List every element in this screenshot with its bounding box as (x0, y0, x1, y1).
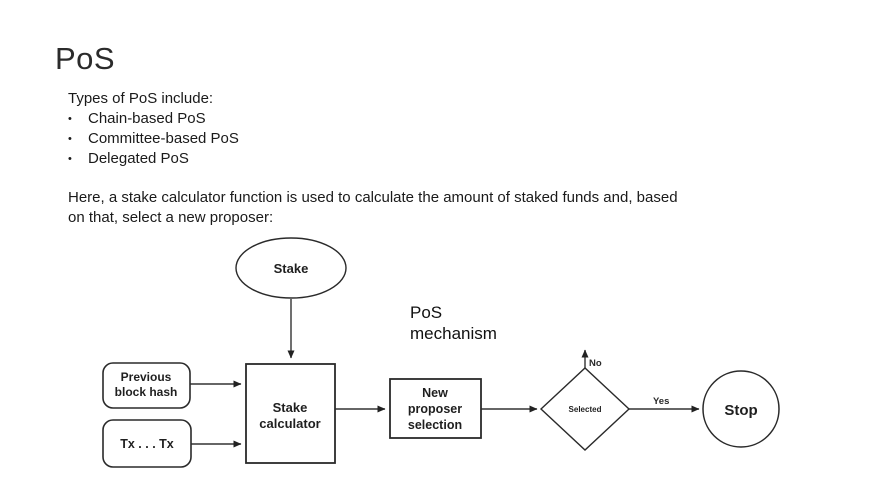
edge-label-no: No (589, 358, 602, 369)
list-item: • Chain-based PoS (68, 109, 239, 129)
bullet-list: • Chain-based PoS • Committee-based PoS … (68, 109, 239, 169)
paragraph-line: on that, select a new proposer: (68, 209, 274, 226)
new-proposer-selection-box (389, 378, 482, 439)
new-proposer-label-line1: New (422, 386, 448, 400)
stake-calculator-label-line2: calculator (259, 416, 320, 431)
intro-block: Types of PoS include: • Chain-based PoS … (68, 89, 239, 169)
body-paragraph: Here, a stake calculator function is use… (68, 188, 808, 228)
tx-label: Tx . . . Tx (120, 437, 174, 451)
previous-block-hash-label-line1: Previous (121, 370, 172, 384)
list-item: • Committee-based PoS (68, 129, 239, 149)
new-proposer-label-line3: selection (408, 418, 462, 432)
stake-label: Stake (274, 261, 309, 276)
selected-decision-label: Selected (569, 405, 602, 414)
stake-calculator-box (245, 363, 336, 464)
previous-block-hash-box (102, 362, 191, 409)
selected-decision-diamond (539, 367, 631, 451)
bullet-icon: • (68, 153, 72, 165)
list-item: • Delegated PoS (68, 149, 239, 169)
bullet-text: Committee-based PoS (88, 130, 239, 147)
tx-box (102, 419, 192, 468)
edge-label-yes: Yes (653, 396, 669, 407)
stop-circle (702, 370, 780, 448)
intro-line: Types of PoS include: (68, 90, 214, 107)
page-title: PoS (55, 41, 116, 76)
paragraph-line: Here, a stake calculator function is use… (68, 189, 678, 206)
new-proposer-label-line2: proposer (408, 402, 462, 416)
bullet-icon: • (68, 133, 72, 145)
bullet-text: Delegated PoS (88, 150, 189, 167)
stake-ellipse (235, 237, 347, 299)
stake-calculator-label-line1: Stake (273, 400, 308, 415)
previous-block-hash-label-line2: block hash (115, 385, 178, 399)
bullet-icon: • (68, 113, 72, 125)
diagram-caption-line1: PoS (410, 303, 442, 322)
diagram-caption-line2: mechanism (410, 324, 497, 343)
stop-label: Stop (724, 402, 757, 419)
bullet-text: Chain-based PoS (88, 110, 206, 127)
